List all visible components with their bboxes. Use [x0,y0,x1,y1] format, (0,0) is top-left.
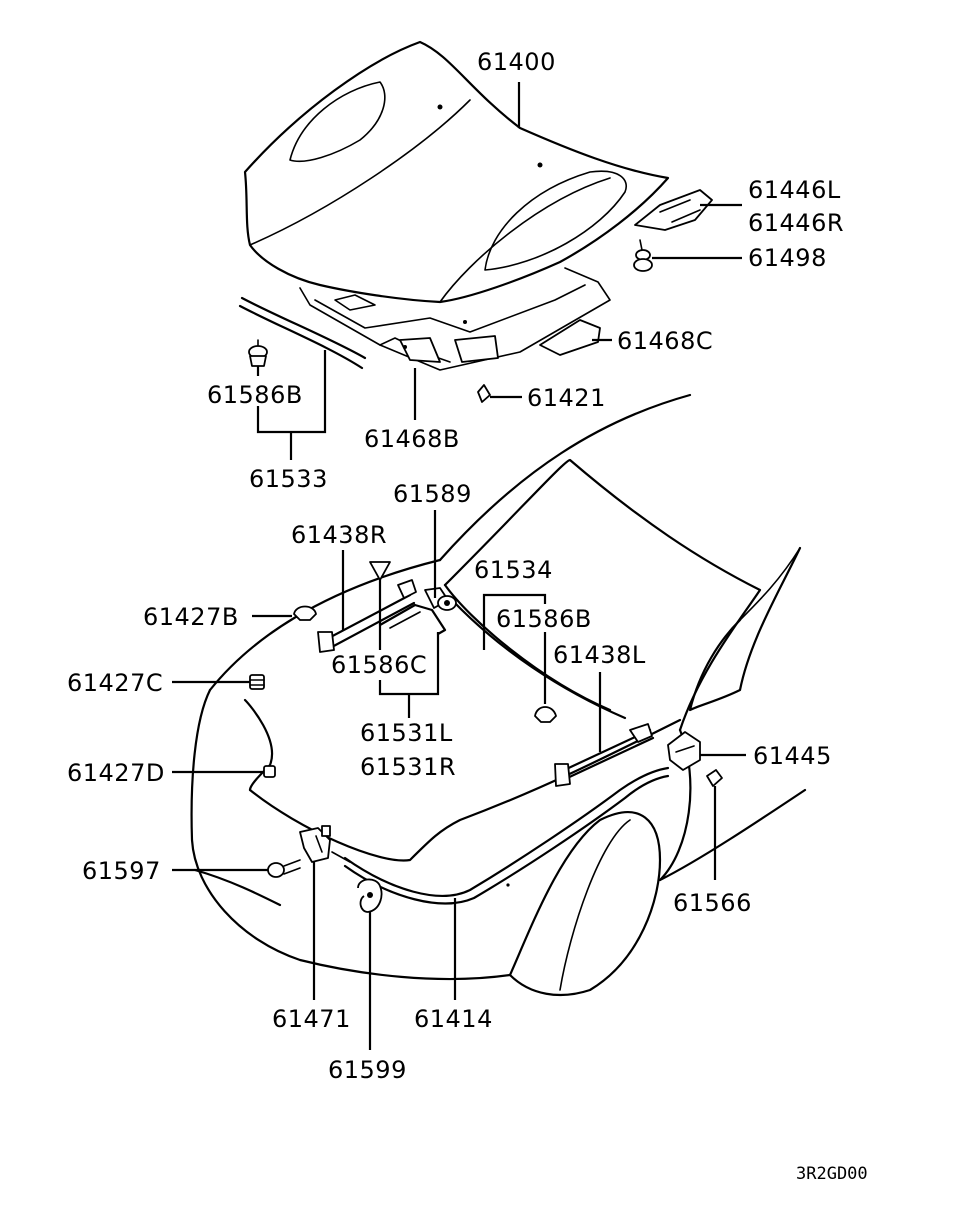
release-handle-61445 [667,731,701,771]
bolt-61597 [267,859,301,878]
label-61531L: 61531L [360,719,453,747]
label-61498: 61498 [748,244,827,272]
label-61471: 61471 [272,1005,351,1033]
release-cable-61414 [331,766,670,905]
label-61446R: 61446R [748,209,844,237]
label-61597: 61597 [82,857,161,885]
part-labels: 61400 61446L 61446R 61498 61468C 61421 6… [67,48,868,1184]
label-61414: 61414 [414,1005,493,1033]
hood-latch-61471 [299,825,331,863]
hood-stay-61438R [317,579,417,653]
label-61586B-top: 61586B [207,381,303,409]
bolt-61498 [633,239,653,272]
label-61533: 61533 [249,465,328,493]
clip-61421 [477,384,491,403]
label-61446L: 61446L [748,176,841,204]
label-61427C: 61427C [67,669,163,697]
label-61586C: 61586C [331,651,427,679]
hood-hinge-61531 [378,587,449,636]
insulator-61468C [539,319,601,356]
hood-hinge-bracket [634,189,713,231]
label-61589: 61589 [393,480,472,508]
label-61468B: 61468B [364,425,460,453]
label-61421: 61421 [527,384,606,412]
bumper-61586B-mid [534,706,557,723]
stay-holder-61589 [437,595,457,611]
label-61427B: 61427B [143,603,239,631]
bumper-61427B [293,605,317,621]
label-61400: 61400 [477,48,556,76]
label-61468C: 61468C [617,327,713,355]
label-61534: 61534 [474,556,553,584]
hood-stay-61438L [554,723,655,787]
label-61566: 61566 [673,889,752,917]
bumper-61427D [263,765,276,778]
car-body-outline [190,393,807,997]
bumper-61427C [249,674,265,690]
bumper-61586B-top [248,339,268,367]
hood-panel [243,40,670,304]
label-61445: 61445 [753,742,832,770]
label-61599: 61599 [328,1056,407,1084]
label-61427D: 61427D [67,759,165,787]
diagram-code: 3R2GD00 [796,1164,868,1184]
hood-seal-strip [238,296,367,370]
label-61531R: 61531R [360,753,456,781]
cable-clamp-61599 [357,878,383,913]
bumper-61586C [369,561,391,581]
leader-lines [172,82,746,1050]
label-61438L: 61438L [553,641,646,669]
label-61586B-mid: 61586B [496,605,592,633]
label-61438R: 61438R [291,521,387,549]
hood-inner-frame [299,267,611,371]
clip-61566 [706,769,723,787]
